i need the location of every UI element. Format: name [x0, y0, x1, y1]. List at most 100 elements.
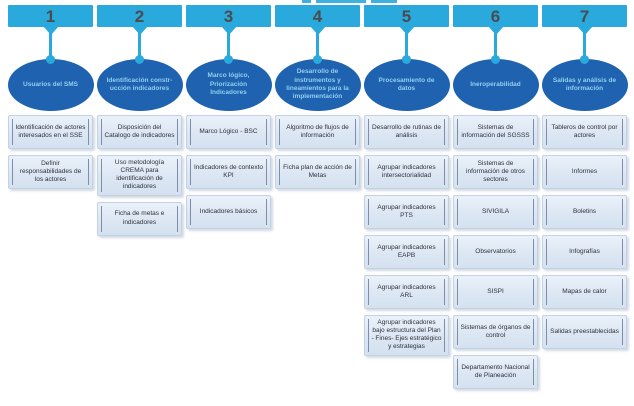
task-box-label: Agrupar indicadores bajo estructura del … — [371, 319, 442, 351]
step-number: 6 — [490, 6, 501, 26]
connector-line — [49, 33, 52, 56]
task-box-label: Mapas de calor — [562, 287, 607, 295]
task-boxes: Identificación de actores interesados en… — [8, 115, 93, 189]
process-column: 3 Marco lógico, Priorización Indicadores… — [185, 5, 272, 229]
task-box: Marco Lógico - BSC — [186, 115, 271, 149]
connector-funnel — [131, 26, 148, 35]
step-number-band: 5 — [364, 5, 449, 27]
step-number: 7 — [579, 6, 590, 26]
task-box-label: Tableros de control por actores — [551, 123, 618, 139]
stage-ellipse-label: Identificación constr-ucción indicadores — [106, 76, 173, 92]
task-box: Indicadores básicos — [186, 195, 271, 229]
step-number-band: 3 — [186, 5, 271, 27]
task-box-label: Boletins — [572, 207, 597, 215]
stage-ellipse-label: Salidas y análisis de información — [552, 76, 617, 92]
task-box: Sistemas de información del SGSSS — [453, 115, 538, 149]
task-box: SISPI — [453, 275, 538, 309]
stage-ellipse-label: Usuarios del SMS — [23, 80, 78, 88]
connector-dot-icon — [135, 55, 144, 64]
cropped-top-artifact — [302, 0, 311, 3]
task-box-label: Indicadores de contexto KPI — [193, 163, 264, 179]
connector-line — [494, 33, 497, 56]
step-number-band: 1 — [8, 5, 93, 27]
task-box: Informes — [542, 155, 627, 189]
task-box: Tableros de control por actores — [542, 115, 627, 149]
stage-ellipse: Salidas y análisis de información — [541, 59, 628, 111]
task-box-label: Sistemas de órganos de control — [460, 323, 531, 339]
connector-funnel — [576, 26, 593, 35]
step-number-band: 7 — [542, 5, 627, 27]
task-box: Salidas preestablecidas — [542, 315, 627, 349]
connector-dot-icon — [402, 55, 411, 64]
step-number: 1 — [45, 6, 56, 26]
connector-dot-icon — [46, 55, 55, 64]
connector-dot-icon — [491, 55, 500, 64]
cropped-top-artifact — [316, 0, 366, 3]
task-box-label: Infografías — [569, 247, 600, 255]
task-box: Desarrollo de rutinas de análisis — [364, 115, 449, 149]
task-box-label: Agrupar indicadores EAPB — [377, 243, 436, 259]
process-column: 5 Procesamiento de datos Desarrollo de r… — [363, 5, 450, 356]
task-box: Agrupar indicadores bajo estructura del … — [364, 315, 449, 356]
task-box-label: Agrupar indicadores PTS — [377, 203, 436, 219]
connector-line — [316, 33, 319, 56]
task-box-label: SISPI — [487, 287, 504, 295]
task-box: Observatorios — [453, 235, 538, 269]
process-column: 6 Ineroperabilidad Sistemas de informaci… — [452, 5, 539, 389]
connector-funnel — [220, 26, 237, 35]
task-box: Identificación de actores interesados en… — [8, 115, 93, 149]
connector-funnel — [398, 26, 415, 35]
task-box: Ficha de metas e indicadores — [97, 201, 182, 236]
connector-funnel — [487, 26, 504, 35]
task-box: Mapas de calor — [542, 275, 627, 309]
task-box-label: Uso metodología CREMA para identificació… — [114, 159, 165, 191]
task-box-label: Ficha plan de acción de Metas — [283, 163, 352, 179]
task-box: Sistemas de información de otros sectore… — [453, 155, 538, 189]
task-box-label: SIVIGILA — [481, 207, 510, 215]
stage-ellipse: Procesamiento de datos — [363, 59, 450, 111]
stage-ellipse-label: Ineroperabilidad — [470, 80, 521, 88]
task-box-label: Disposición del Catalogo de indicadores — [104, 123, 175, 139]
task-box: SIVIGILA — [453, 195, 538, 229]
task-box: Indicadores de contexto KPI — [186, 155, 271, 189]
connector-funnel — [42, 26, 59, 35]
step-number: 2 — [134, 6, 145, 26]
cropped-top-artifact — [371, 0, 397, 3]
task-box-label: Observatorios — [475, 247, 516, 255]
step-number: 4 — [312, 6, 323, 26]
connector-dot-icon — [224, 55, 233, 64]
stage-ellipse-label: Marco lógico, Priorización Indicadores — [207, 72, 250, 97]
task-box: Departamento Nacional de Planeación — [453, 355, 538, 389]
connector-line — [138, 33, 141, 56]
task-boxes: Marco Lógico - BSC Indicadores de context… — [186, 115, 271, 229]
task-box: Infografías — [542, 235, 627, 269]
task-box-label: Sistemas de información de otros sectore… — [466, 159, 525, 184]
task-box: Ficha plan de acción de Metas — [275, 155, 360, 189]
stage-ellipse: Marco lógico, Priorización Indicadores — [185, 59, 272, 111]
process-column: 1 Usuarios del SMS Identificación de act… — [7, 5, 94, 189]
connector-funnel — [309, 26, 326, 35]
process-column: 4 Desarrollo de instrumentos y lineamien… — [274, 5, 361, 189]
task-box: Definir responsabilidades de los actores — [8, 155, 93, 189]
task-box-label: Departamento Nacional de Planeación — [461, 363, 530, 379]
stage-ellipse: Identificación constr-ucción indicadores — [96, 59, 183, 111]
task-box: Algoritmo de flujos de información — [275, 115, 360, 149]
stage-ellipse-label: Procesamiento de datos — [378, 76, 435, 92]
task-box-label: Ficha de metas e indicadores — [114, 210, 165, 226]
task-box-label: Agrupar indicadores ARL — [377, 283, 436, 299]
task-box: Disposición del Catalogo de indicadores — [97, 115, 182, 149]
connector-dot-icon — [313, 55, 322, 64]
stage-ellipse: Ineroperabilidad — [452, 59, 539, 111]
task-box-label: Definir responsabilidades de los actores — [19, 159, 82, 184]
process-column: 7 Salidas y análisis de información Tabl… — [541, 5, 628, 349]
task-boxes: Sistemas de información del SGSSS Sistema… — [453, 115, 538, 389]
task-box-label: Agrupar indicadores intersectorialidad — [377, 163, 436, 179]
process-column: 2 Identificación constr-ucción indicador… — [96, 5, 183, 236]
connector-dot-icon — [580, 55, 589, 64]
task-box: Uso metodología CREMA para identificació… — [97, 155, 182, 196]
